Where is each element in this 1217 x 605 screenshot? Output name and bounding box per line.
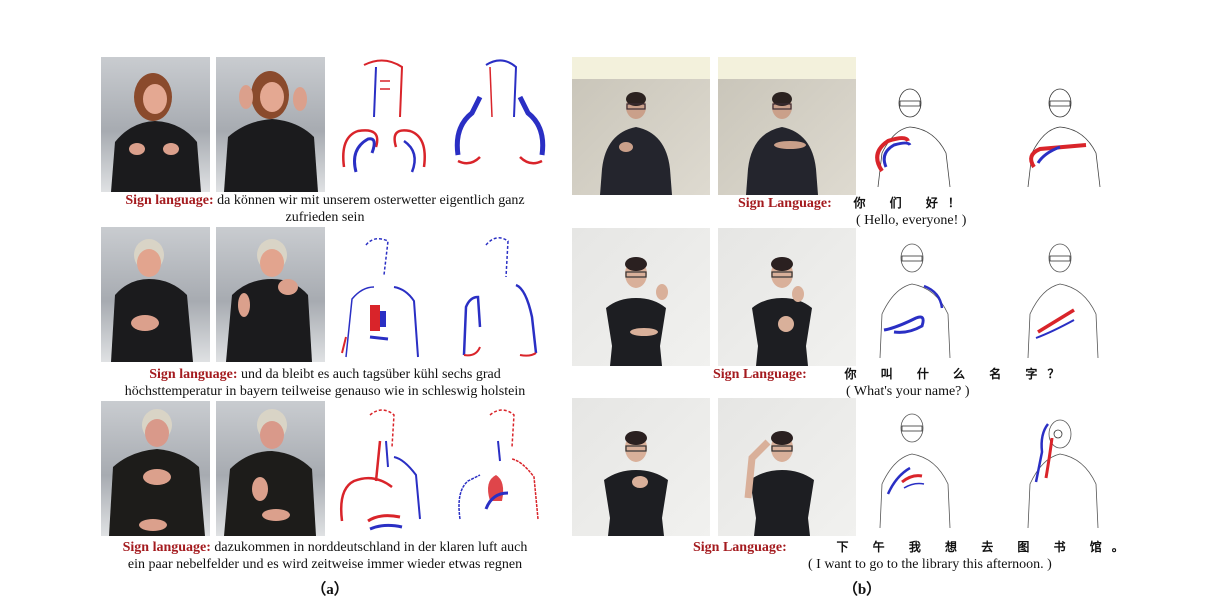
chinese-sentence: 下 午 我 想 去 图 书 馆。 <box>836 540 1134 554</box>
rgb-frame-1 <box>572 57 710 195</box>
caption-line-1: und da bleibt es auch tagsüber kühl sech… <box>241 367 501 382</box>
rgb-frame-1 <box>101 401 210 536</box>
rgb-frame-2 <box>718 398 856 536</box>
rgb-frame-2 <box>216 227 325 362</box>
caption-b-3: Sign Language: 下 午 我 想 去 图 书 馆。 ( I want… <box>690 539 1124 573</box>
event-frame-1 <box>334 401 434 536</box>
event-frame-2 <box>1000 228 1120 366</box>
sign-language-label: Sign Language: <box>693 540 787 555</box>
sign-language-label: Sign Language: <box>738 196 832 211</box>
caption-a-3: Sign language: dazukommen in norddeutsch… <box>100 539 550 573</box>
event-frame-2 <box>450 57 550 192</box>
caption-b-2: Sign Language: 你 叫 什 么 名 字？ ( What's you… <box>700 366 1059 400</box>
event-frame-1 <box>334 227 434 362</box>
english-translation: ( What's your name? ) <box>846 384 970 399</box>
english-translation: ( Hello, everyone! ) <box>856 213 967 228</box>
rgb-frame-1 <box>101 227 210 362</box>
event-frame-1 <box>334 57 434 192</box>
caption-line-2: höchsttemperatur in bayern teilweise gen… <box>124 384 526 399</box>
subfigure-label-b: （b） <box>842 582 882 598</box>
rgb-frame-2 <box>718 57 856 195</box>
event-frame-2 <box>1000 398 1120 536</box>
chinese-sentence: 你 们 好！ <box>853 196 970 210</box>
caption-line-2: zufrieden sein <box>285 210 365 225</box>
event-frame-2 <box>450 401 550 536</box>
english-translation: ( I want to go to the library this after… <box>808 557 1052 572</box>
rgb-frame-1 <box>572 398 710 536</box>
sign-language-label: Sign Language: <box>713 367 807 382</box>
event-frame-1 <box>860 398 980 536</box>
event-frame-2 <box>1000 57 1120 195</box>
caption-line-2: ein paar nebelfelder und es wird zeitwei… <box>127 557 523 572</box>
rgb-frame-2 <box>718 228 856 366</box>
event-frame-1 <box>860 57 980 195</box>
caption-line-1: dazukommen in norddeutschland in der kla… <box>214 540 528 555</box>
rgb-frame-1 <box>572 228 710 366</box>
event-frame-2 <box>450 227 550 362</box>
event-frame-1 <box>860 228 980 366</box>
rgb-frame-2 <box>216 401 325 536</box>
caption-line-1: da können wir mit unserem osterwetter ei… <box>217 193 525 208</box>
rgb-frame-1 <box>101 57 210 192</box>
caption-b-1: Sign Language: 你 们 好！ ( Hello, everyone!… <box>730 195 1030 229</box>
sign-language-label: Sign language: <box>125 193 214 208</box>
chinese-sentence: 你 叫 什 么 名 字？ <box>844 367 1070 381</box>
rgb-frame-2 <box>216 57 325 192</box>
sign-language-label: Sign language: <box>122 540 211 555</box>
caption-a-2: Sign language: und da bleibt es auch tag… <box>100 366 550 400</box>
subfigure-label-a: （a） <box>311 582 349 598</box>
sign-language-label: Sign language: <box>149 367 238 382</box>
caption-a-1: Sign language: da können wir mit unserem… <box>100 192 550 226</box>
